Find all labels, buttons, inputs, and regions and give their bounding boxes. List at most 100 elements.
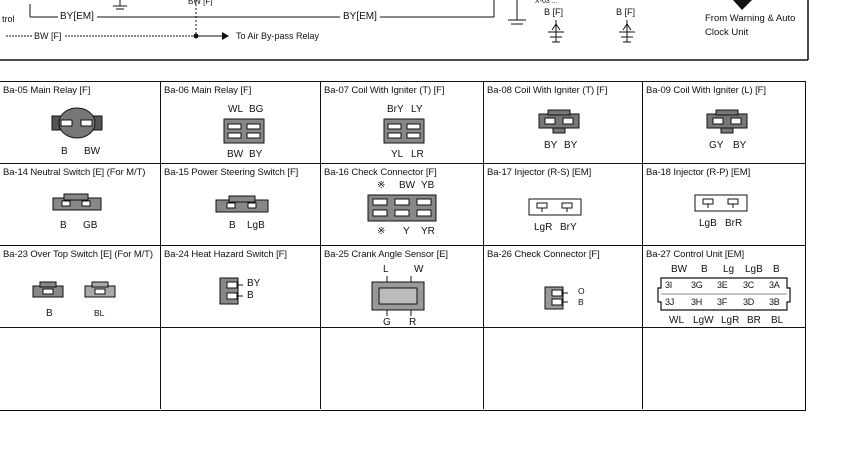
connector-cell-ba09: Ba-09 Coil With Igniter (L) [F] GY BY xyxy=(643,82,806,164)
warning-unit-label: From Warning & Auto xyxy=(705,13,796,24)
injector-connector-icon xyxy=(694,194,748,212)
pin-label: B xyxy=(61,146,68,157)
pin-label: BW xyxy=(399,180,416,191)
connector-cell-ba26: Ba-26 Check Connector [F] O B xyxy=(484,246,643,328)
connector-cell-ba08: Ba-08 Coil With Igniter (T) [F] BY BY xyxy=(484,82,643,164)
pin-label: GY xyxy=(709,140,724,151)
pin-label: B xyxy=(773,264,780,275)
pin-label: LgB xyxy=(699,218,717,229)
connector-title: Ba-27 Control Unit [EM] xyxy=(646,249,745,260)
pin-label: B xyxy=(60,220,67,231)
pin-label: Y xyxy=(403,226,410,237)
coil-connector-icon xyxy=(706,109,748,134)
coil-connector-icon xyxy=(538,109,580,134)
injector-connector-icon xyxy=(528,198,582,216)
pin-label: WL xyxy=(669,315,684,326)
pin-label: 3B xyxy=(769,297,780,307)
pin-label: YR xyxy=(421,226,435,237)
connector-cell-ba05: Ba-05 Main Relay [F] B BW xyxy=(0,82,161,164)
pin-label: BrY xyxy=(387,104,404,115)
connector-cell-ba23: Ba-23 Over Top Switch [E] (For M/T) B BL xyxy=(0,246,161,328)
air-bypass-relay-label: To Air By-pass Relay xyxy=(236,31,320,41)
wire-label-bw-f: BW [F] xyxy=(34,31,62,41)
pin-label: BY xyxy=(733,140,747,151)
connector-title: Ba-06 Main Relay [F] xyxy=(164,85,252,96)
check-connector-icon xyxy=(544,286,568,310)
connector-title: Ba-26 Check Connector [F] xyxy=(487,249,600,260)
connector-title: Ba-15 Power Steering Switch [F] xyxy=(164,167,299,178)
pin-label: G xyxy=(383,317,391,328)
wire-label-bw-f-top: BW [F] xyxy=(188,0,213,6)
crank-angle-sensor-connector-icon xyxy=(371,276,425,316)
relay-connector-icon xyxy=(223,118,265,144)
wire-label-by-em: BY[EM] xyxy=(60,11,94,22)
pin-label: YB xyxy=(421,180,435,191)
pin-label: LY xyxy=(411,104,423,115)
pin-label: LR xyxy=(411,149,424,160)
pin-label: L xyxy=(383,264,389,275)
pin-label: BR xyxy=(747,315,761,326)
connector-cell-ba15: Ba-15 Power Steering Switch [F] B LgB xyxy=(161,164,321,246)
connector-grid: Ba-05 Main Relay [F] B BW Ba-06 Main Rel… xyxy=(0,81,806,411)
pin-label: B xyxy=(229,220,236,231)
connector-title: Ba-09 Coil With Igniter (L) [F] xyxy=(646,85,766,96)
pin-label: BrY xyxy=(560,222,577,233)
pin-label: 3H xyxy=(691,297,702,307)
connector-title: Ba-17 Injector (R-S) [EM] xyxy=(487,167,592,178)
pin-label: 3D xyxy=(743,297,754,307)
empty-cell xyxy=(484,328,643,409)
coil-connector-icon xyxy=(383,118,425,144)
connector-title: Ba-18 Injector (R-P) [EM] xyxy=(646,167,751,178)
pin-label: W xyxy=(414,264,424,275)
wire-label-by-em-2: BY[EM] xyxy=(343,11,377,22)
pin-label: BY xyxy=(544,140,558,151)
pin-label: BL xyxy=(94,308,105,318)
pin-label: ※ xyxy=(377,226,386,237)
pin-label: B xyxy=(701,264,708,275)
pin-label: LgR xyxy=(534,222,553,233)
pin-label: BrR xyxy=(725,218,743,229)
connector-title: Ba-07 Coil With Igniter (T) [F] xyxy=(324,85,445,96)
connector-cell-ba16: Ba-16 Check Connector [F] ※ BW YB ※ Y YR xyxy=(321,164,484,246)
connector-title: Ba-24 Heat Hazard Switch [F] xyxy=(164,249,287,260)
switch-connector-icon xyxy=(32,281,64,298)
pin-label: R xyxy=(409,317,417,328)
pin-label: O xyxy=(578,286,585,296)
pin-label: BY xyxy=(247,278,261,289)
pin-label: WL xyxy=(228,104,243,115)
switch-connector-icon xyxy=(84,281,116,298)
pin-label: BW xyxy=(84,146,101,157)
connector-cell-ba24: Ba-24 Heat Hazard Switch [F] BY B xyxy=(161,246,321,328)
empty-cell xyxy=(321,328,484,409)
connector-cell-ba17: Ba-17 Injector (R-S) [EM] LgR BrY xyxy=(484,164,643,246)
switch-connector-icon xyxy=(215,195,269,213)
check-connector-icon xyxy=(367,194,437,222)
pin-label: BY xyxy=(249,149,263,160)
clock-unit-label: Clock Unit xyxy=(705,27,749,38)
pin-label: 3J xyxy=(665,297,674,307)
pin-label: BG xyxy=(249,104,264,115)
empty-cell xyxy=(643,328,806,409)
connector-title: Ba-14 Neutral Switch [E] (For M/T) xyxy=(3,167,146,178)
ground-label-1: B [F] xyxy=(544,7,564,17)
pin-label: LgW xyxy=(693,315,714,326)
pin-label: YL xyxy=(391,149,404,160)
empty-cell xyxy=(0,328,161,409)
switch-connector-icon xyxy=(52,193,102,211)
pin-label: 3A xyxy=(769,280,780,290)
pin-label: BL xyxy=(771,315,784,326)
connector-title: Ba-25 Crank Angle Sensor [E] xyxy=(324,249,448,260)
connector-cell-ba07: Ba-07 Coil With Igniter (T) [F] BrY LY Y… xyxy=(321,82,484,164)
pin-label: B xyxy=(46,308,53,319)
pin-label: BW xyxy=(227,149,244,160)
connector-cell-ba06: Ba-06 Main Relay [F] WL BG BW BY xyxy=(161,82,321,164)
pin-label: 3C xyxy=(743,280,754,290)
ground-label-2: B [F] xyxy=(616,7,636,17)
connector-title: Ba-16 Check Connector [F] xyxy=(324,167,437,178)
empty-cell xyxy=(161,328,321,409)
relay-connector-icon xyxy=(51,107,103,139)
left-partial-label: trol xyxy=(2,14,15,24)
pin-label: 3G xyxy=(691,280,703,290)
connector-cell-ba27: Ba-27 Control Unit [EM] BW B Lg LgB B 3I… xyxy=(643,246,806,328)
pin-label: 3E xyxy=(717,280,728,290)
